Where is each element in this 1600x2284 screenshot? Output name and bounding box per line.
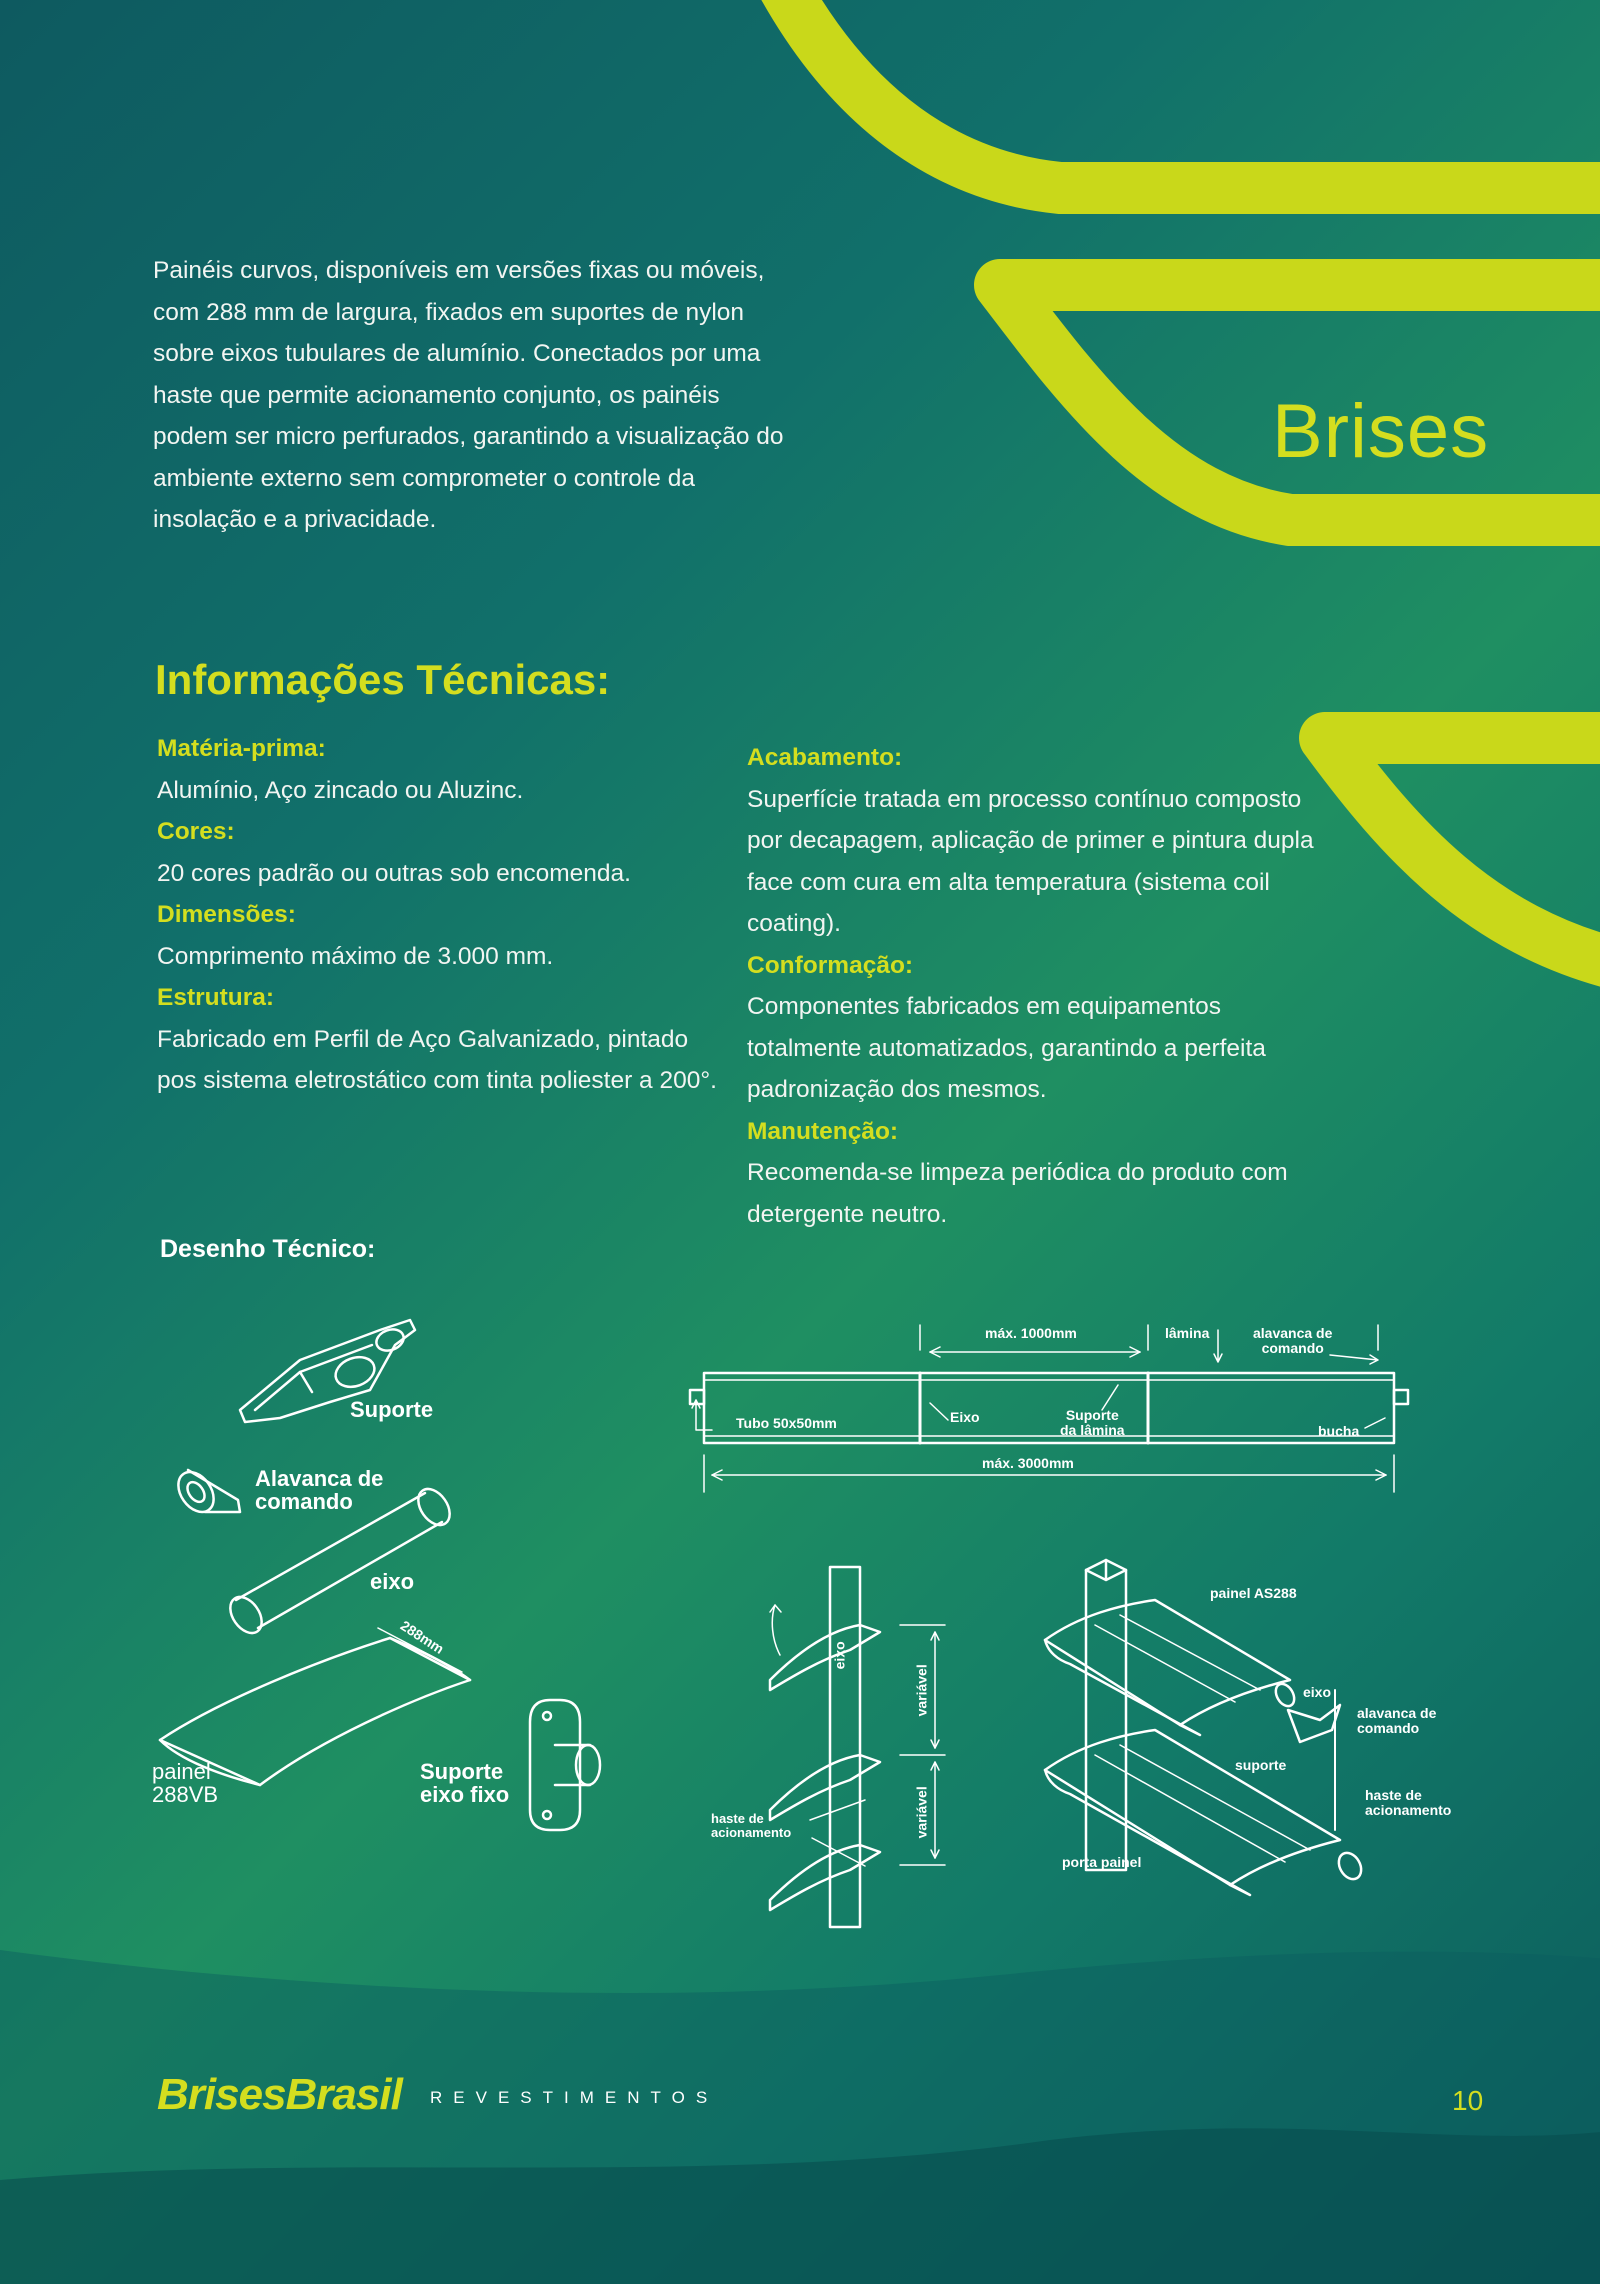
elev-max1000-label: máx. 1000mm: [985, 1325, 1077, 1341]
tech-info-right-column: Acabamento: Superfície tratada em proces…: [747, 737, 1327, 1235]
iso-haste-line1: haste de: [1365, 1787, 1422, 1803]
part-suporte-label: Suporte: [350, 1397, 434, 1422]
part-suporte-fixo-line1: Suporte: [420, 1759, 504, 1784]
brand-logo: BrisesBrasil: [157, 2070, 403, 2119]
manutencao-label: Manutenção:: [747, 1117, 899, 1145]
cores-label: Cores:: [157, 818, 235, 845]
side-haste-line2: acionamento: [711, 1824, 792, 1840]
manutencao-text: Recomenda-se limpeza periódica do produt…: [747, 1159, 1288, 1228]
cores-text: 20 cores padrão ou outras sob encomenda.: [157, 859, 631, 887]
estrutura-label: Estrutura:: [157, 984, 275, 1011]
elev-suporte-line1: Suporte: [1065, 1407, 1119, 1423]
conformacao-text: Componentes fabricados em equipamentos t…: [747, 993, 1266, 1103]
acabamento-label: Acabamento:: [747, 744, 903, 771]
iso-alavanca-line1: alavanca de: [1357, 1705, 1437, 1721]
elev-alavanca-line2: comando: [1261, 1339, 1324, 1356]
elevation-drawing: [688, 1324, 1410, 1493]
tech-info-heading: Informações Técnicas:: [155, 656, 611, 703]
iso-alavanca-line2: comando: [1357, 1719, 1420, 1736]
elev-tubo-label: Tubo 50x50mm: [736, 1415, 837, 1431]
alavanca-drawing: [177, 1468, 242, 1514]
part-painel-line1: painel: [152, 1759, 211, 1784]
part-suporte-fixo-line2: eixo fixo: [420, 1782, 510, 1808]
suporte-fixo-drawing: [528, 1698, 602, 1832]
elev-eixo-label: Eixo: [950, 1409, 980, 1425]
conformacao-label: Conformação:: [747, 951, 914, 979]
elev-lamina-label: lâmina: [1165, 1325, 1210, 1341]
tech-info-left-column: Matéria-prima: Alumínio, Aço zincado ou …: [157, 728, 717, 1102]
part-alavanca-line2: comando: [255, 1489, 353, 1515]
elev-alavanca-line1: alavanca de: [1253, 1325, 1333, 1341]
side-section-drawing: [768, 1565, 946, 1929]
estrutura-text: Fabricado em Perfil de Aço Galvanizado, …: [157, 1025, 717, 1095]
suporte-drawing: [238, 1318, 417, 1424]
materia-prima-label: Matéria-prima:: [157, 735, 326, 762]
elev-max3000-label: máx. 3000mm: [982, 1455, 1074, 1471]
acabamento-text: Superfície tratada em processo contínuo …: [747, 785, 1314, 938]
materia-prima-text: Alumínio, Aço zincado ou Aluzinc.: [157, 776, 524, 804]
iso-suporte-label: suporte: [1235, 1757, 1287, 1773]
iso-painel-label: painel AS288: [1210, 1585, 1297, 1601]
painel-drawing: [158, 1627, 472, 1787]
drawing-heading: Desenho Técnico:: [160, 1235, 376, 1263]
eixo-drawing: [229, 1487, 451, 1635]
side-haste-line1: haste de: [711, 1811, 764, 1826]
side-eixo-label: eixo: [831, 1641, 848, 1670]
part-alavanca-line1: Alavanca de: [255, 1466, 384, 1491]
brand-subtitle: REVESTIMENTOS: [430, 2088, 719, 2107]
side-variavel-1-label: variável: [913, 1664, 930, 1717]
iso-eixo-label: eixo: [1303, 1684, 1332, 1700]
part-eixo-label: eixo: [370, 1569, 415, 1594]
dimensoes-label: Dimensões:: [157, 901, 296, 928]
isometric-drawing: [1043, 1558, 1363, 1897]
dimensoes-text: Comprimento máximo de 3.000 mm.: [157, 942, 554, 970]
page-title: Brises: [1272, 389, 1490, 474]
part-painel-line2: 288VB: [152, 1782, 219, 1808]
elev-bucha-label: bucha: [1318, 1423, 1360, 1439]
page-number: 10: [1452, 2085, 1484, 2116]
iso-porta-label: porta painel: [1062, 1854, 1142, 1870]
side-variavel-2-label: variável: [913, 1786, 930, 1839]
intro-paragraph: Painéis curvos, disponíveis em versões f…: [153, 257, 784, 533]
iso-haste-line2: acionamento: [1365, 1801, 1452, 1818]
elev-suporte-line2: da lâmina: [1060, 1421, 1125, 1438]
